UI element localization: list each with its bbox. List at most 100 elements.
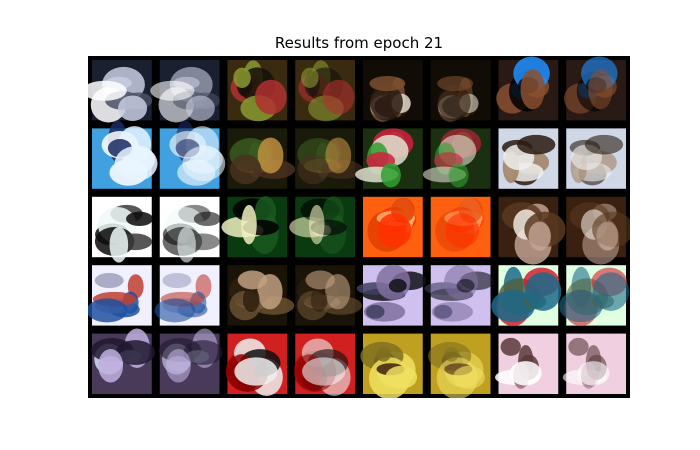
thumb-blob [322, 79, 355, 115]
thumb-blob [254, 196, 277, 228]
thumb-blob [369, 84, 403, 121]
thumb-blob [437, 75, 474, 92]
thumb-blob [528, 221, 551, 251]
thumb-blob [237, 270, 268, 290]
thumb-blob [183, 340, 223, 365]
thumb-blob [491, 290, 535, 323]
thumb-blob [162, 272, 192, 289]
original-bird-thumb [491, 265, 562, 327]
reconstruction-ship-thumb [159, 120, 226, 189]
thumb-blob [118, 95, 148, 121]
thumb-blob [376, 347, 391, 362]
thumb-blob [369, 75, 406, 92]
thumb-blob [453, 365, 485, 389]
thumb-blob [437, 84, 471, 121]
original-cat-thumb [363, 60, 423, 122]
thumb-blob [588, 69, 613, 110]
reconstruction-frog-thumb [295, 60, 355, 122]
thumb-blob [444, 347, 459, 362]
thumb-blob [242, 286, 260, 313]
reconstruction-frog-thumb [159, 196, 221, 263]
original-cat-thumb [91, 328, 155, 394]
reconstruction-truck-thumb [293, 333, 355, 396]
original-bird-thumb [88, 265, 152, 326]
reconstruction-frog-thumb [562, 333, 626, 394]
thumb-blob [109, 226, 129, 263]
thumb-blob [366, 304, 385, 319]
reconstruction-frog-thumb [295, 265, 363, 326]
reconstruction-bird-thumb [559, 265, 630, 327]
original-frog-thumb [494, 333, 559, 394]
reconstruction-bird-thumb [566, 196, 630, 265]
original-bird-thumb [498, 196, 566, 265]
reconstruction-frog-thumb [430, 196, 491, 258]
thumb-blob [305, 270, 335, 290]
thumb-blob [577, 361, 610, 386]
thumb-blob [94, 272, 124, 289]
thumb-blob [154, 298, 196, 323]
thumb-blob [115, 340, 155, 365]
thumb-blob [596, 221, 619, 251]
thumb-blob [445, 213, 480, 248]
image-grid [88, 56, 630, 398]
thumb-blob [177, 226, 196, 263]
thumb-blob [448, 162, 469, 188]
original-frog-thumb [227, 265, 295, 326]
thumb-blob [385, 365, 418, 389]
thumb-blob [500, 337, 521, 356]
chart-title: Results from epoch 21 [274, 34, 444, 52]
thumb-blob [380, 162, 401, 188]
reconstruction-horse-thumb [295, 128, 363, 189]
thumb-blob [233, 67, 251, 88]
original-horse-thumb [227, 128, 296, 189]
reconstruction-cat-thumb [158, 328, 223, 394]
thumb-blob [241, 204, 257, 245]
thumb-blob [234, 357, 278, 386]
thumb-blob [301, 67, 319, 88]
thumb-blob [165, 348, 191, 383]
original-bird-thumb [355, 128, 423, 189]
reconstruction-bird-thumb [154, 265, 220, 326]
thumb-blob [229, 154, 262, 185]
thumb-blob [182, 146, 226, 182]
original-ship-thumb [92, 120, 158, 189]
thumb-blob [322, 196, 344, 228]
original-truck-thumb [225, 333, 288, 396]
thumb-blob [88, 298, 128, 323]
thumb-blob [325, 137, 352, 174]
reconstruction-bird-thumb [422, 128, 491, 189]
reconstruction-cat-thumb [430, 60, 491, 122]
original-frog-thumb [227, 60, 288, 122]
thumb-blob [254, 79, 287, 115]
thumb-blob [257, 137, 284, 174]
image-grid-svg [88, 56, 630, 398]
thumb-blob [309, 204, 325, 245]
thumb-blob [568, 337, 589, 356]
original-frog-thumb [363, 196, 423, 258]
thumb-blob [302, 357, 346, 386]
thumb-blob [88, 80, 127, 101]
original-dog-thumb [88, 60, 153, 123]
reconstruction-frog-thumb [428, 333, 491, 398]
thumb-blob [456, 278, 475, 293]
thumb-blob [114, 146, 158, 182]
thumb-blob [584, 134, 624, 155]
reconstruction-horse-thumb [566, 128, 626, 189]
thumb-blob [433, 304, 453, 319]
reconstruction-dog-thumb [150, 60, 220, 123]
reconstruction-cat-thumb [424, 264, 495, 326]
original-frog-thumb [92, 196, 154, 263]
thumb-blob [520, 69, 545, 110]
thumb-blob [297, 154, 330, 185]
reconstruction-dog-thumb [289, 196, 355, 258]
original-dog-thumb [221, 196, 288, 258]
thumb-blob [193, 211, 221, 227]
thumb-blob [126, 211, 154, 227]
thumb-blob [509, 361, 542, 386]
thumb-blob [592, 272, 630, 311]
thumb-blob [310, 286, 328, 313]
original-cat-thumb [356, 264, 427, 326]
thumb-blob [185, 95, 215, 121]
thumb-blob [98, 348, 124, 383]
reconstruction-bird-thumb [563, 56, 626, 121]
